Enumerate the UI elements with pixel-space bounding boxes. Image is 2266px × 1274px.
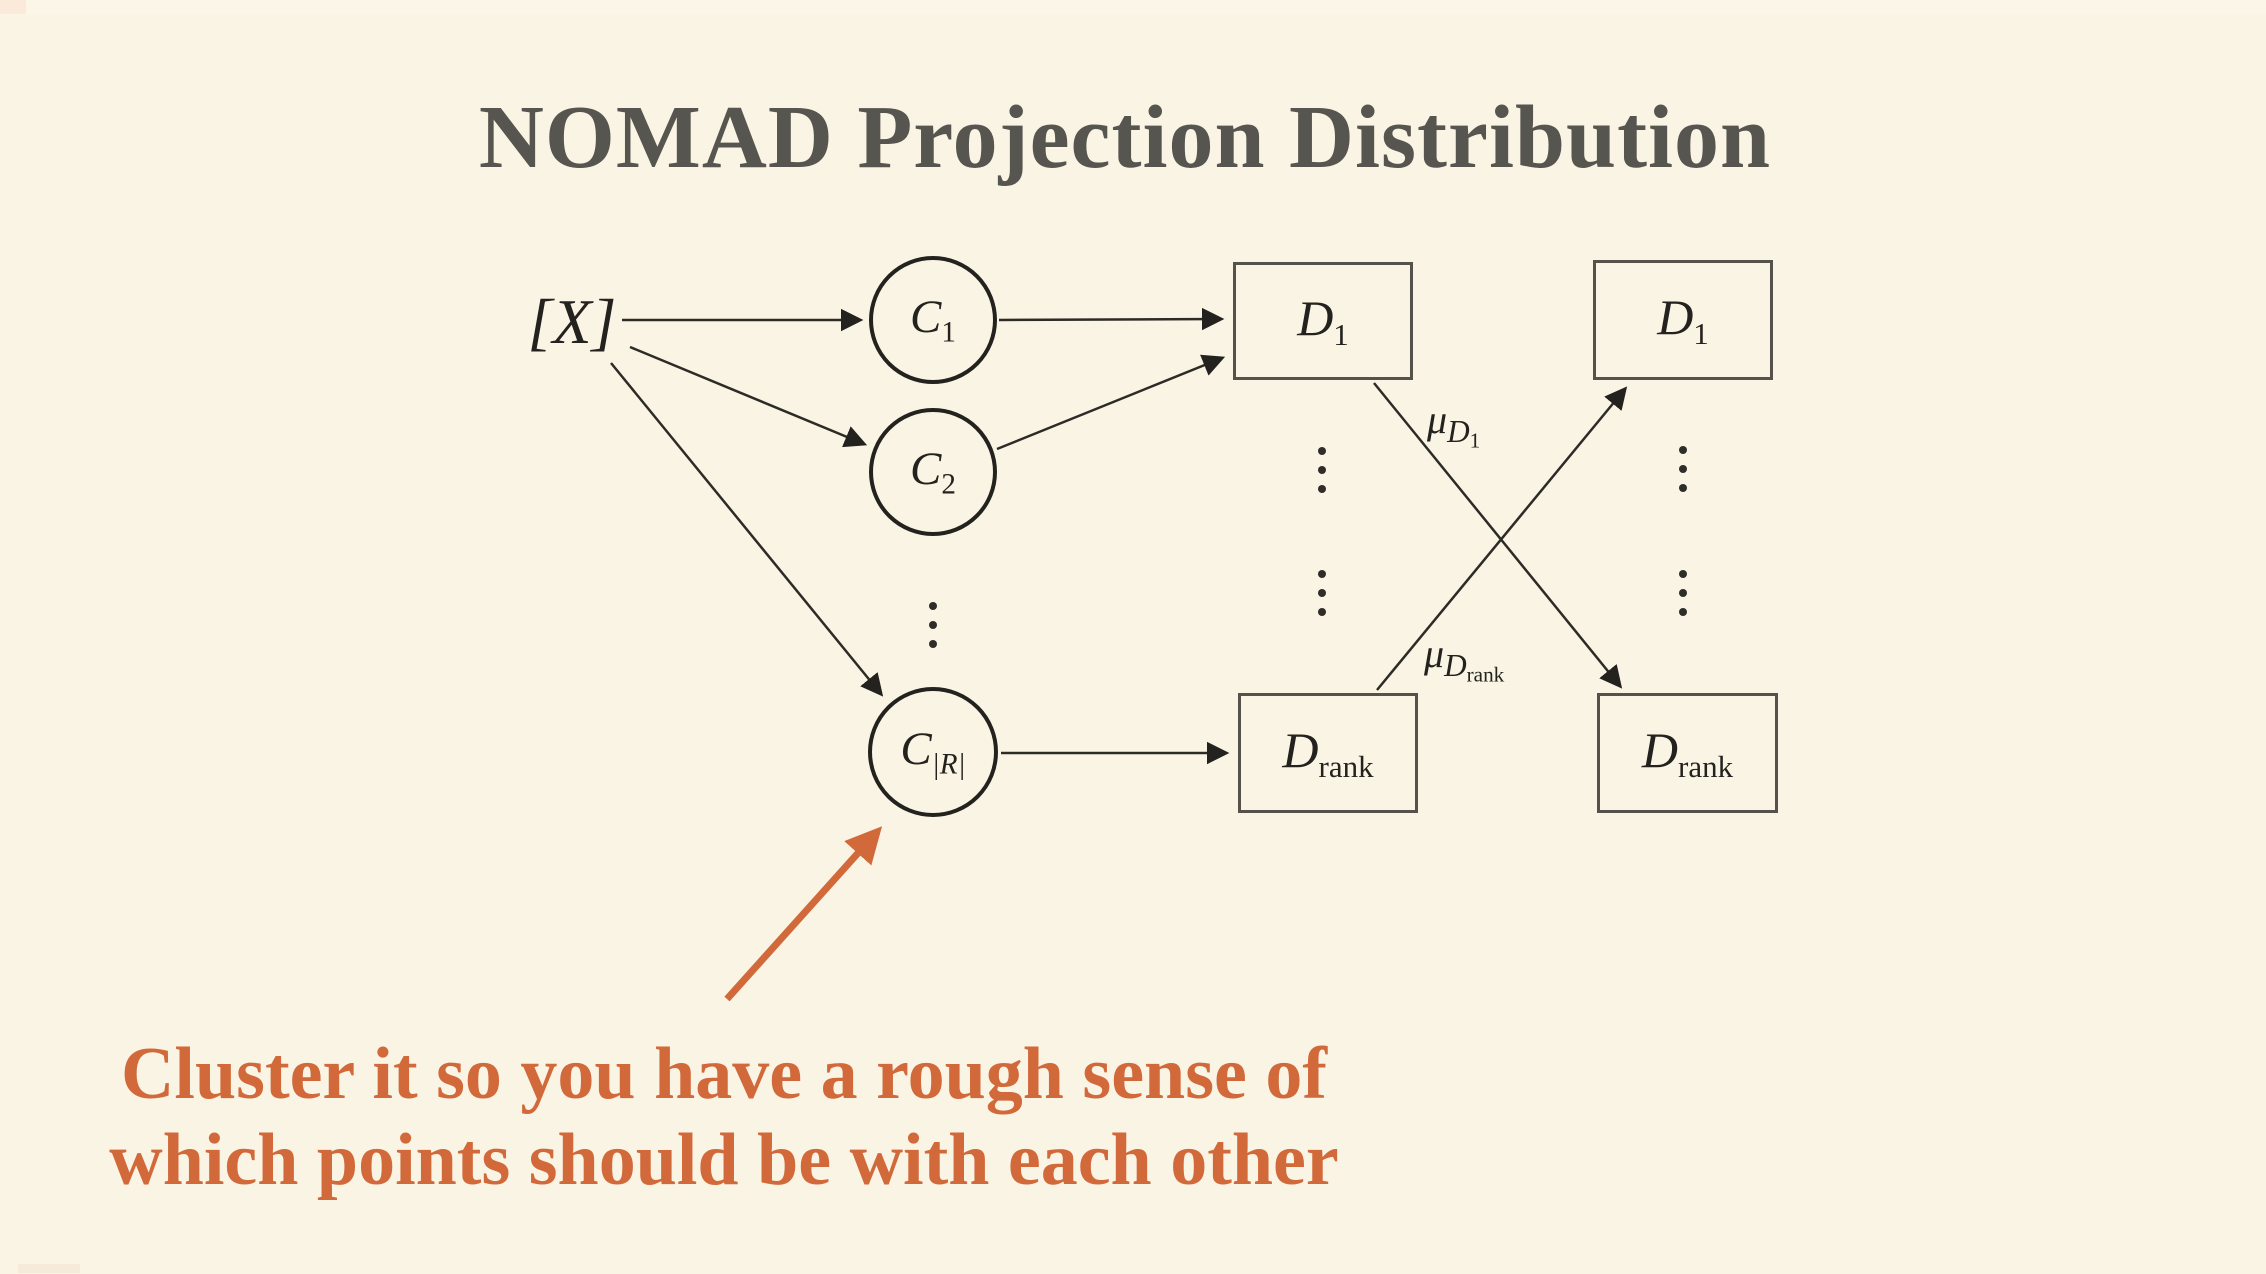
vertical-ellipsis-icon [1679, 446, 1687, 492]
annotation-line-2: which points should be with each other [109, 1118, 1339, 1201]
edge-drank-to-d12 [1376, 386, 1628, 691]
node-dist-drank-col2: Drank [1597, 693, 1778, 813]
top-left-corner-artifact [0, 0, 26, 14]
node-cluster-c2: C2 [869, 408, 997, 536]
node-dist-drank-col1: Drank [1238, 693, 1418, 813]
edge-x-to-cr [610, 362, 884, 697]
edge-c1-to-d1 [998, 307, 1225, 331]
node-dist-d1-col1: D1 [1233, 262, 1413, 380]
node-cluster-c1: C1 [869, 256, 997, 384]
vertical-ellipsis-icon [1318, 570, 1326, 616]
edge-label-mu-drank: μDrank [1424, 631, 1505, 687]
node-cluster-cr: C|R| [868, 687, 998, 817]
edge-d1-to-drank2 [1373, 382, 1623, 689]
edge-label-mu-d1: μD1 [1427, 397, 1481, 453]
annotation-line-1: Cluster it so you have a rough sense of [120, 1033, 1327, 1115]
annotation-caption: Cluster it so you have a rough sense of … [0, 1032, 1448, 1204]
top-edge-band [0, 0, 2266, 15]
node-dist-d1-col2: D1 [1593, 260, 1773, 380]
annotation-arrow [724, 826, 883, 1002]
vertical-ellipsis-icon [1318, 447, 1326, 493]
node-input-x: [X] [527, 286, 617, 357]
edge-c2-to-d1 [996, 354, 1226, 451]
edge-x-to-c2 [629, 345, 868, 448]
vertical-ellipsis-icon [1679, 570, 1687, 616]
vertical-ellipsis-icon [929, 602, 937, 648]
page-title: NOMAD Projection Distribution [478, 88, 1772, 187]
bottom-left-corner-artifact [18, 1264, 80, 1273]
